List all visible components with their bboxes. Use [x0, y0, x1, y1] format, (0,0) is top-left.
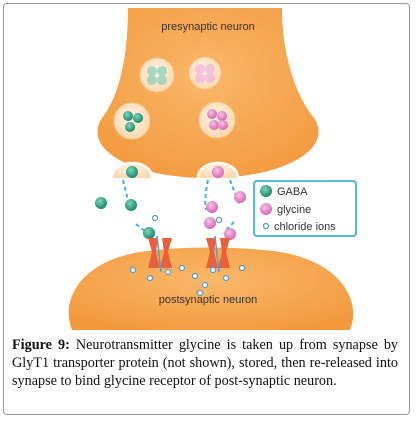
glycine-molecule [224, 228, 236, 240]
synapse-diagram: presynaptic neuron [68, 8, 357, 330]
chloride-ion [215, 216, 223, 224]
gaba-molecule [125, 199, 137, 211]
vesicle [113, 102, 151, 140]
caption-label: Figure 9: [12, 337, 70, 353]
presynaptic-neuron [97, 8, 319, 178]
legend-glycine-label: glycine [277, 204, 311, 216]
docked-vesicle [196, 161, 240, 179]
chloride-ions-postsynaptic [129, 264, 246, 297]
figure-caption: Figure 9: Neurotransmitter glycine is ta… [12, 336, 398, 390]
postsynaptic-neuron [68, 247, 354, 330]
chloride-legend-icon [262, 222, 270, 230]
gaba-legend-icon [260, 185, 272, 197]
postsynaptic-label: postsynaptic neuron [159, 294, 257, 306]
vesicle [188, 56, 222, 90]
glycine-molecule [234, 191, 246, 203]
legend: GABA glycine chloride ions [253, 180, 357, 237]
glycine-molecule [204, 217, 216, 229]
gaba-molecule [95, 197, 107, 209]
legend-chloride-label: chloride ions [274, 221, 336, 233]
gaba-molecule [143, 227, 155, 239]
caption-text: Neurotransmitter glycine is taken up fro… [12, 337, 399, 389]
glycine-receptor [148, 235, 172, 273]
vesicle [139, 57, 175, 93]
presynaptic-label: presynaptic neuron [161, 21, 255, 33]
legend-gaba-label: GABA [277, 186, 308, 198]
glycine-receptor [206, 235, 230, 273]
glycine-legend-icon [260, 203, 272, 215]
docked-vesicle [110, 161, 154, 179]
glycine-molecule [206, 201, 218, 213]
chloride-ion [151, 214, 159, 222]
vesicle [198, 101, 236, 139]
